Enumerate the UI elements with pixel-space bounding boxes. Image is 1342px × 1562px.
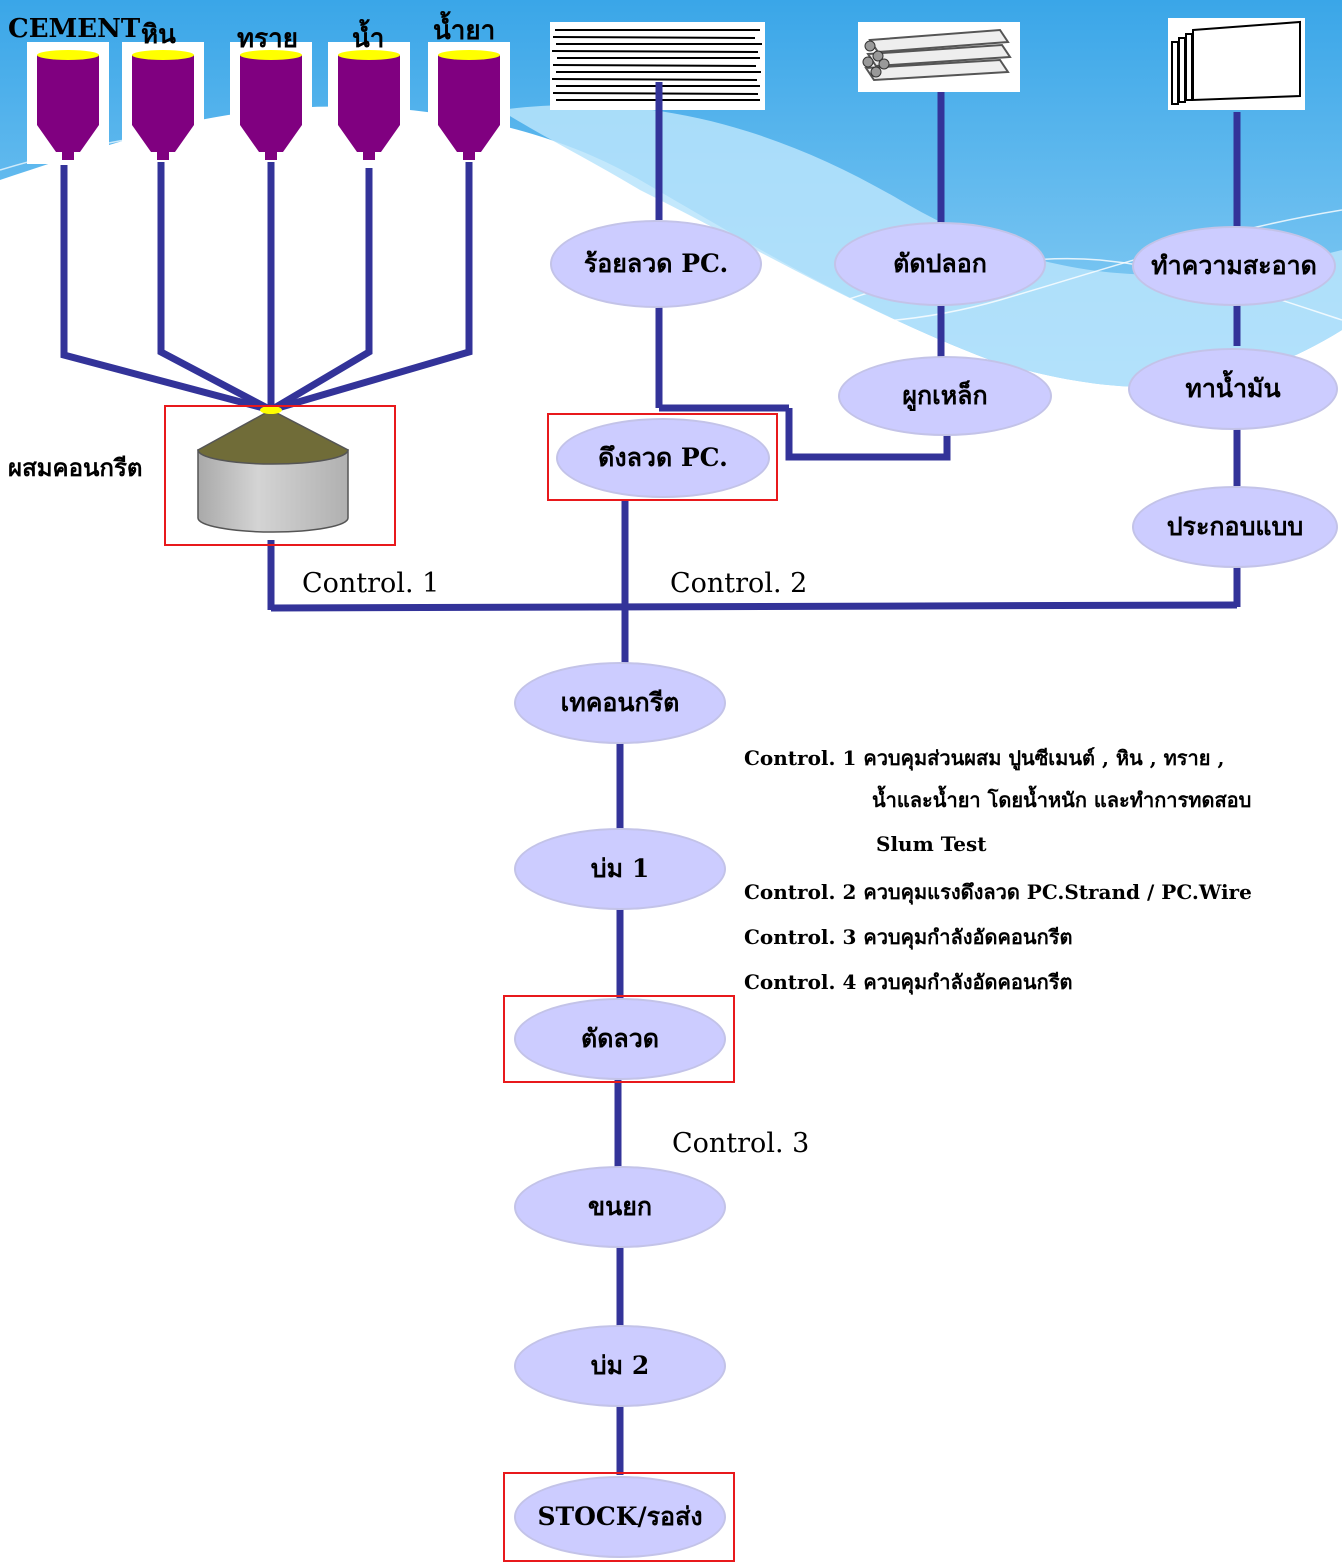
- legend-control-3: Control. 3 ควบคุมกำลังอัดคอนกรีต: [744, 925, 1073, 949]
- node-clean: ทำความสะอาด: [1132, 226, 1336, 306]
- pull-wire-highlight-box: [547, 413, 778, 501]
- mixer-icon: [197, 406, 349, 533]
- legend-control-4: Control. 4 ควบคุมกำลังอัดคอนกรีต: [744, 970, 1073, 994]
- silo-label-sand: ทราย: [237, 24, 298, 54]
- silo-label-water: น้ำ: [352, 24, 385, 54]
- legend-control-1: Control. 1 ควบคุมส่วนผสม ปูนซีเมนต์ , หิ…: [744, 746, 1225, 770]
- legend-control-1-test: Slum Test: [876, 832, 987, 856]
- control-label-1: Control. 1: [302, 568, 440, 599]
- node-tie-steel: ผูกเหล็ก: [838, 356, 1052, 436]
- panel-stack-icon: [1168, 18, 1305, 110]
- silo-icon: [338, 50, 400, 160]
- node-cut-sleeve: ตัดปลอก: [834, 222, 1046, 306]
- silo-label-admixture: น้ำยา: [433, 16, 496, 46]
- node-thread-wire: ร้อยลวด PC.: [550, 220, 762, 308]
- mixer-highlight-box: [164, 405, 396, 546]
- silo-icon: [438, 50, 500, 160]
- mixer-label: ผสมคอนกรีต: [8, 453, 143, 482]
- cut-wire-highlight-box: [503, 995, 735, 1083]
- rebar-icon: [858, 22, 1020, 92]
- silo-label-stone: หิน: [141, 20, 176, 50]
- node-transport: ขนยก: [514, 1166, 726, 1248]
- connector-lines: [60, 82, 1241, 1475]
- wire-bundle-icon: [550, 22, 765, 110]
- silo-icon: [240, 50, 302, 160]
- node-stock: STOCK/รอส่ง: [514, 1476, 726, 1558]
- legend-control-1-cont: น้ำและน้ำยา โดยน้ำหนัก และทำการทดสอบ: [872, 788, 1252, 812]
- node-cure-1: บ่ม 1: [514, 828, 726, 910]
- silo-icon: [37, 50, 99, 160]
- control-label-2: Control. 2: [670, 568, 808, 599]
- node-assemble: ประกอบแบบ: [1132, 486, 1338, 568]
- control-label-3: Control. 3: [672, 1128, 810, 1159]
- silo-icon: [132, 50, 194, 160]
- silo-label-cement: CEMENT: [8, 14, 141, 44]
- legend-control-2: Control. 2 ควบคุมแรงดึงลวด PC.Strand / P…: [744, 880, 1252, 904]
- node-cure-2: บ่ม 2: [514, 1325, 726, 1407]
- node-pour-concrete: เทคอนกรีต: [514, 662, 726, 744]
- node-oil: ทาน้ำมัน: [1128, 348, 1338, 430]
- node-pull-wire: ดึงลวด PC.: [556, 418, 770, 498]
- node-cut-wire: ตัดลวด: [514, 998, 726, 1080]
